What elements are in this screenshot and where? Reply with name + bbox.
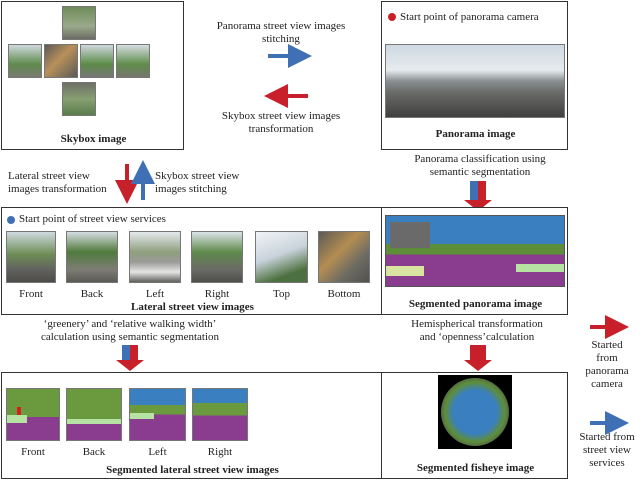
lateral-top-image <box>255 231 308 283</box>
fisheye-panel: Segmented fisheye image <box>381 372 568 479</box>
segmented-panorama-panel: Segmented panorama image <box>381 207 568 315</box>
lateral-transform-label: Lateral street view images transformatio… <box>8 170 107 195</box>
panorama-classification-label: Panorama classification using semantic s… <box>414 153 546 178</box>
greenery-label: ‘greenery’ and ‘relative walking width’ … <box>40 318 220 343</box>
skybox-caption: Skybox image <box>60 133 127 145</box>
lateral-start-label: Start point of street view services <box>19 213 166 225</box>
fisheye-frame <box>438 375 512 449</box>
seg-lateral-left-image <box>129 388 186 441</box>
seg-lateral-label-left: Left <box>148 446 167 458</box>
seg-lateral-label-back: Back <box>82 446 106 458</box>
lateral-panel: Start point of street view services Fron… <box>1 207 382 315</box>
skybox-stitching-label: Skybox street view images stitching <box>155 170 240 195</box>
hemispherical-label: Hemispherical transformation and ‘openne… <box>411 318 543 343</box>
lateral-caption: Lateral street view images <box>131 301 254 313</box>
skybox-panel: Skybox image <box>1 1 184 150</box>
lateral-label-bottom: Bottom <box>327 288 361 300</box>
lateral-label-right: Right <box>204 288 230 300</box>
lateral-right-image <box>191 231 243 283</box>
seg-lateral-label-right: Right <box>207 446 233 458</box>
skybox-transform-label: Skybox street view images transformation <box>221 110 341 135</box>
seg-pano-sidewalk-2 <box>516 264 564 272</box>
seg-lateral-back-image <box>66 388 122 441</box>
segmented-panorama-caption: Segmented panorama image <box>408 298 543 310</box>
lateral-label-front: Front <box>19 288 43 300</box>
skybox-right-face <box>116 44 150 78</box>
fisheye-image <box>441 378 509 446</box>
seg-lateral-label-front: Front <box>21 446 45 458</box>
panorama-caption: Panorama image <box>435 128 516 140</box>
seg-lateral-right-image <box>192 388 248 441</box>
red-dot-icon <box>388 13 396 21</box>
skybox-center-face-2 <box>80 44 114 78</box>
lateral-label-top: Top <box>273 288 290 300</box>
seg-pano-sidewalk <box>386 266 424 276</box>
legend-blue-label: Started from street view services <box>579 431 635 469</box>
skybox-center-face <box>44 44 78 78</box>
fisheye-caption: Segmented fisheye image <box>416 462 535 474</box>
panorama-start-label: Start point of panorama camera <box>400 11 539 23</box>
skybox-bottom-face <box>62 82 96 116</box>
seg-pano-building <box>390 222 430 248</box>
skybox-left-face <box>8 44 42 78</box>
panorama-image <box>385 44 565 118</box>
legend-red-label: Started from panorama camera <box>585 339 629 390</box>
lateral-bottom-image <box>318 231 370 283</box>
lateral-back-image <box>66 231 118 283</box>
panorama-panel: Start point of panorama camera Panorama … <box>381 1 568 150</box>
seg-lateral-caption: Segmented lateral street view images <box>106 464 279 476</box>
lateral-label-left: Left <box>145 288 165 300</box>
stitching-label: Panorama street view images stitching <box>216 20 346 45</box>
blue-dot-icon <box>7 216 15 224</box>
lateral-left-image <box>129 231 181 283</box>
segmented-panorama-image <box>385 215 565 287</box>
segmented-lateral-panel: Front Back Left Right Segmented lateral … <box>1 372 382 479</box>
skybox-top-face <box>62 6 96 40</box>
seg-lateral-front-image <box>6 388 60 441</box>
lateral-label-back: Back <box>80 288 104 300</box>
lateral-front-image <box>6 231 56 283</box>
